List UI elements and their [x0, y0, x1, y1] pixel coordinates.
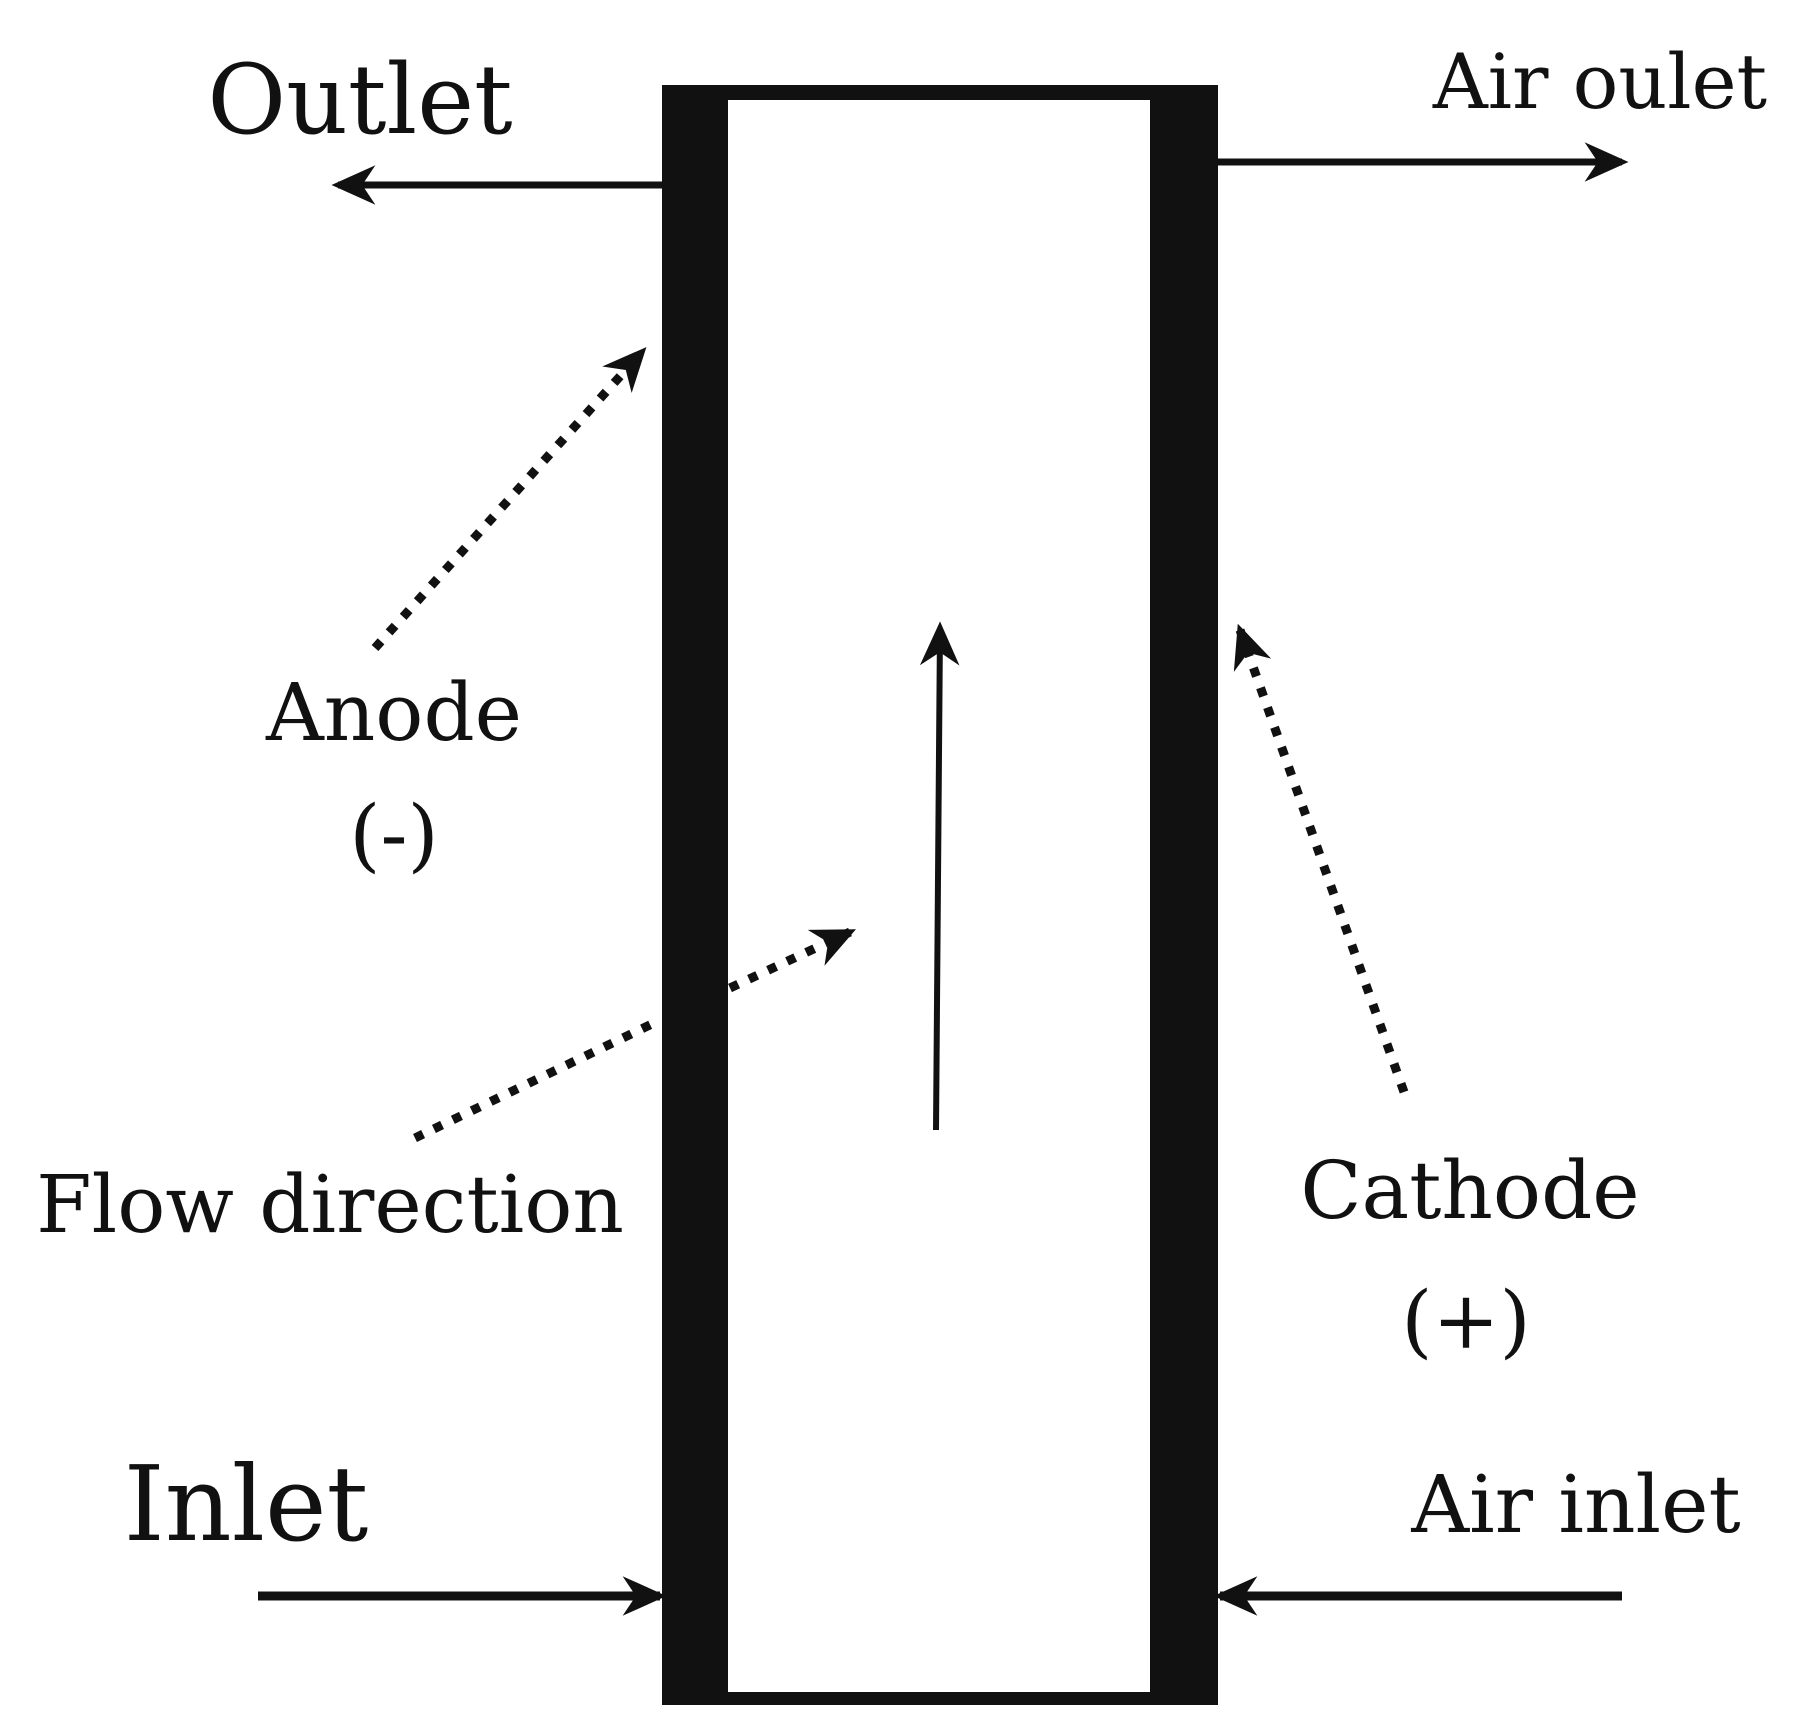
inlet-label: Inlet [124, 1443, 369, 1565]
anode-pointer [371, 347, 647, 652]
flow-direction-label: Flow direction [36, 1158, 624, 1251]
outlet-label: Outlet [207, 44, 512, 156]
anode-label: Anode [265, 666, 522, 759]
cathode-label: Cathode [1300, 1144, 1639, 1237]
air-outlet-label: Air oulet [1432, 37, 1767, 126]
flow-direction-pointer-segment-outer [413, 1017, 658, 1143]
air-inlet-label: Air inlet [1410, 1458, 1740, 1551]
cathode-pointer [1233, 623, 1409, 1094]
flow-direction-pointer-segment-inner [728, 927, 856, 993]
anode-sign-label: (-) [349, 788, 438, 881]
cathode-sign-label: (+) [1401, 1274, 1530, 1367]
flow-direction-arrow [919, 621, 960, 1131]
